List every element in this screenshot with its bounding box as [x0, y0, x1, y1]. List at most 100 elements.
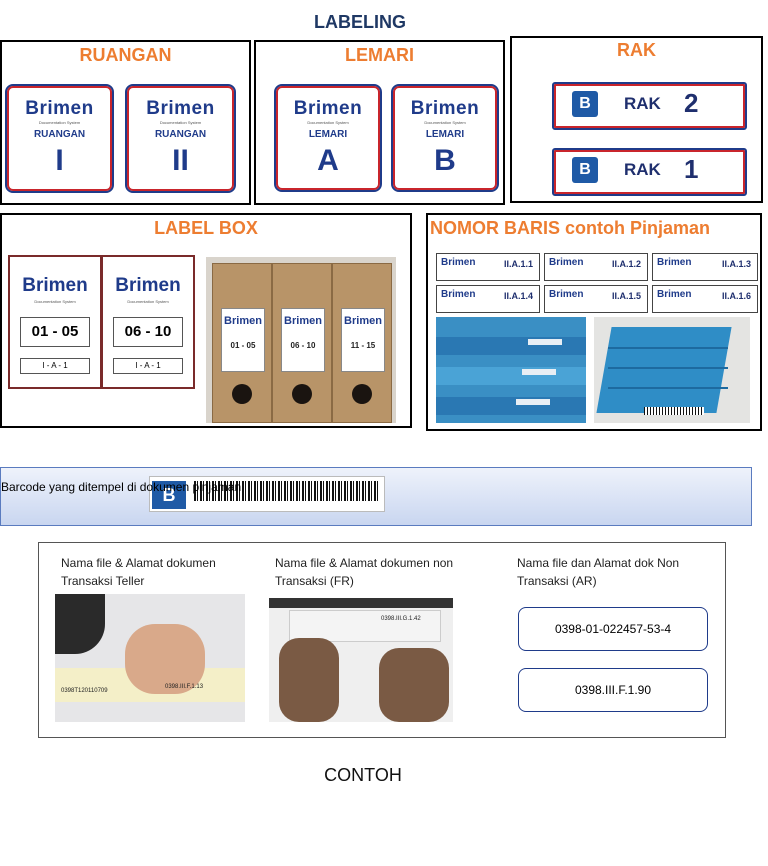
brand-logo: Brimen	[224, 315, 262, 327]
page-title: LABELING	[314, 12, 406, 32]
row-label-5: Brimen II.A.1.5	[544, 285, 648, 313]
card-label: RUANGAN	[33, 129, 86, 140]
brimen-logo-icon: B	[572, 157, 598, 183]
box-hole	[232, 384, 252, 404]
brand-subtitle: Documentation System	[307, 120, 349, 125]
row-code: II.A.1.5	[611, 291, 641, 301]
photo-text: 0398.III.G.1.42	[381, 616, 421, 622]
brand-logo: Brimen	[146, 98, 215, 119]
barcode-icon	[194, 481, 378, 501]
rak-card-1: B RAK 1	[552, 148, 747, 196]
rak-label: RAK	[624, 94, 661, 113]
brand-logo: Brimen	[441, 289, 476, 300]
box-label: Brimen 06 - 10	[281, 308, 325, 372]
archive-box-1: Brimen 01 - 05	[212, 263, 272, 423]
contoh-panel: Nama file & Alamat dokumen Transaksi Tel…	[38, 542, 726, 738]
brand-logo: Brimen	[284, 315, 322, 327]
rak-heading: RAK	[617, 40, 656, 60]
nomor-baris-heading: NOMOR BARIS contoh Pinjaman	[430, 218, 711, 238]
caption-non-transaksi-fr: Nama file & Alamat dokumen non Transaksi…	[275, 556, 454, 588]
caption-non-transaksi-ar: Nama file dan Alamat dok Non Transaksi (…	[517, 556, 680, 588]
brand-logo: Brimen	[344, 315, 382, 327]
row-code: II.A.1.6	[721, 291, 751, 301]
brand-logo: Brimen	[25, 98, 94, 119]
nomor-baris-panel: NOMOR BARIS contoh Pinjaman Brimen II.A.…	[426, 213, 762, 431]
box-range: 06 - 10	[290, 341, 316, 350]
brand-logo: Brimen	[293, 98, 363, 119]
brand-logo: Brimen	[657, 257, 692, 268]
row-code: II.A.1.4	[503, 291, 533, 301]
ruangan-heading: RUANGAN	[79, 45, 172, 65]
box-range: 01 - 05	[230, 341, 256, 350]
photo-text: 0398T120110709	[61, 688, 108, 694]
box-code: I - A - 1	[20, 358, 90, 374]
brand-subtitle: Documentation System	[34, 299, 76, 304]
barcode-band: B Barcode yang ditempel di dokumen pinja…	[0, 467, 752, 526]
row-code: II.A.1.3	[721, 259, 751, 269]
teller-document-photo: 0398T120110709 0398.III.F.1.13	[55, 594, 245, 722]
ruangan-card-1: Brimen Documentation System RUANGAN I	[5, 84, 114, 193]
lemari-card-b: Brimen Documentation System LEMARI B	[391, 84, 499, 192]
box-range: 11 - 15	[350, 341, 376, 350]
rak-number: 1	[684, 154, 699, 184]
ar-address-pill-1: 0398-01-022457-53-4	[518, 607, 708, 651]
box-range: 01 - 05	[20, 317, 90, 347]
blue-folders-photo-2	[594, 317, 750, 423]
archive-box-3: Brimen 11 - 15	[332, 263, 392, 423]
row-label-3: Brimen II.A.1.3	[652, 253, 758, 281]
brimen-logo-icon: B	[572, 91, 598, 117]
rak-label: RAK	[624, 160, 661, 179]
row-label-6: Brimen II.A.1.6	[652, 285, 758, 313]
rak-panel: RAK B RAK 2 B RAK 1	[510, 36, 763, 203]
brand-subtitle: Documentation System	[127, 299, 169, 304]
archive-box-2: Brimen 06 - 10	[272, 263, 332, 423]
box-label: Brimen 01 - 05	[221, 308, 265, 372]
caption-teller: Nama file & Alamat dokumen Transaksi Tel…	[61, 556, 216, 588]
brand-logo: Brimen	[549, 257, 584, 268]
box-hole	[292, 384, 312, 404]
brand-logo: Brimen	[441, 257, 476, 268]
brand-logo: Brimen	[22, 275, 88, 296]
archive-boxes-photo: Brimen 01 - 05 Brimen 06 - 10 Brimen 11 …	[206, 257, 396, 423]
box-range: 06 - 10	[113, 317, 183, 347]
ruangan-panel: RUANGAN Brimen Documentation System RUAN…	[0, 40, 251, 205]
card-number: I	[55, 144, 64, 177]
box-code: I - A - 1	[113, 358, 183, 374]
barcode-sticker: B	[149, 476, 385, 512]
non-transaksi-document-photo: 0398.III.G.1.42	[269, 598, 453, 722]
label-box-card-2: Brimen Documentation System 06 - 10 I - …	[101, 255, 195, 389]
row-label-2: Brimen II.A.1.2	[544, 253, 648, 281]
card-letter: B	[434, 144, 456, 177]
card-label: LEMARI	[308, 129, 348, 140]
label-box-heading: LABEL BOX	[154, 218, 258, 238]
brand-logo: Brimen	[115, 275, 181, 296]
row-label-1: Brimen II.A.1.1	[436, 253, 540, 281]
brand-logo: Brimen	[549, 289, 584, 300]
card-number: II	[172, 144, 189, 177]
footer-label: CONTOH	[324, 765, 402, 785]
box-label: Brimen 11 - 15	[341, 308, 385, 372]
ar-address-pill-2: 0398.III.F.1.90	[518, 668, 708, 712]
rak-number: 2	[684, 88, 699, 118]
brand-logo: Brimen	[657, 289, 692, 300]
label-box-card-1: Brimen Documentation System 01 - 05 I - …	[8, 255, 102, 389]
row-label-4: Brimen II.A.1.4	[436, 285, 540, 313]
rak-card-2: B RAK 2	[552, 82, 747, 130]
label-box-panel: LABEL BOX Brimen Documentation System 01…	[0, 213, 412, 428]
lemari-panel: LEMARI Brimen Documentation System LEMAR…	[254, 40, 505, 205]
brand-subtitle: Documentation System	[424, 120, 466, 125]
ruangan-card-2: Brimen Documentation System RUANGAN II	[125, 84, 236, 193]
brimen-logo-icon: B	[152, 481, 186, 509]
blue-folders-photo-1	[436, 317, 586, 423]
brand-subtitle: Documentation System	[159, 120, 202, 125]
brand-logo: Brimen	[410, 98, 480, 119]
row-code: II.A.1.1	[503, 259, 533, 269]
lemari-card-a: Brimen Documentation System LEMARI A	[274, 84, 382, 192]
barcode-caption: Barcode yang ditempel di dokumen pinjama…	[1, 480, 242, 494]
card-label: RUANGAN	[154, 129, 207, 140]
photo-text: 0398.III.F.1.13	[165, 684, 204, 690]
card-label: LEMARI	[425, 129, 465, 140]
row-code: II.A.1.2	[611, 259, 641, 269]
card-letter: A	[317, 144, 339, 177]
barcode-icon	[644, 407, 704, 415]
